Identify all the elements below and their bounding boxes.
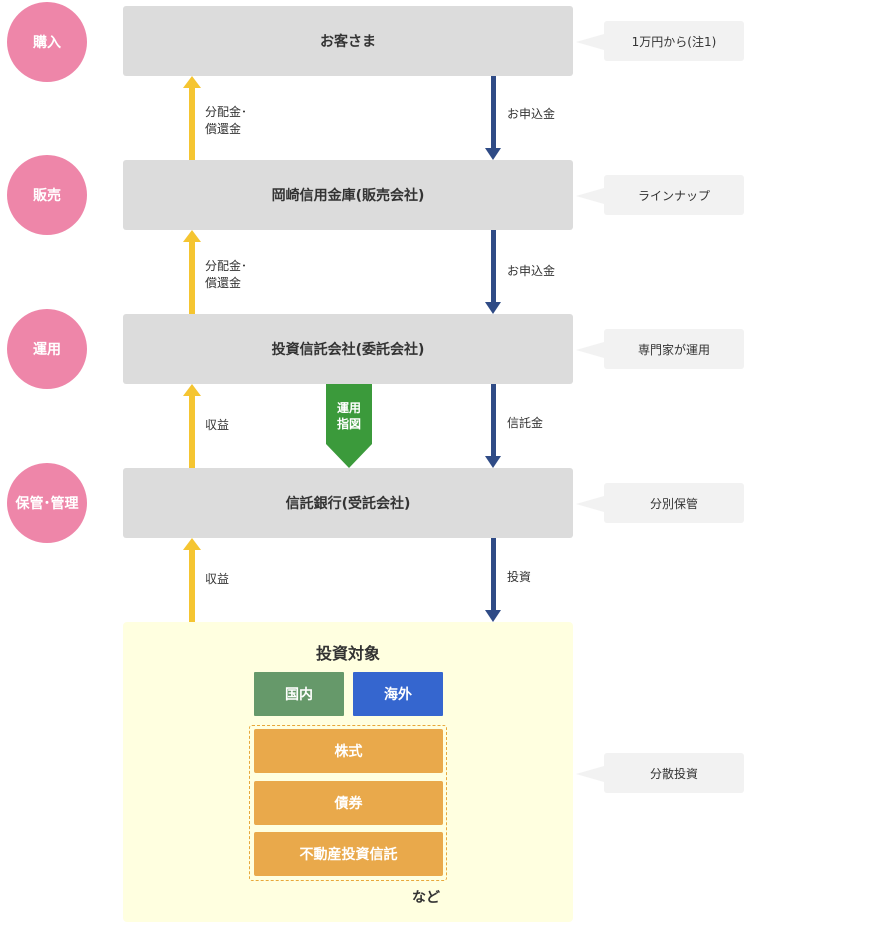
down-arrow-3 (485, 384, 502, 468)
arrow-body (326, 384, 372, 444)
note-segregated-custody: 分別保管 (576, 483, 744, 523)
arrow-shaft (491, 538, 496, 610)
arrow-shaft (189, 242, 195, 314)
instruction-label: 運用 指図 (326, 400, 372, 432)
down-arrow-label-1: お申込金 (507, 107, 556, 121)
investment-instruction-arrow: 運用 指図 (326, 384, 372, 468)
distributor-box: 岡崎信用金庫(販売会社) (123, 160, 573, 230)
arrow-shaft (491, 384, 496, 456)
arrow-shaft (189, 396, 195, 468)
label-line: 償還金 (205, 122, 242, 136)
note-text: ラインナップ (637, 188, 710, 203)
arrow-head (183, 384, 201, 396)
note-text: 分別保管 (649, 496, 698, 511)
arrow-head (183, 230, 201, 242)
stage-circle-management: 運用 (7, 309, 87, 389)
note-pointer (576, 34, 604, 50)
note-expert-management: 専門家が運用 (576, 329, 744, 369)
label-line: 収益 (205, 572, 230, 586)
stage-circle-custody: 保管･管理 (7, 463, 87, 543)
note-pointer (576, 766, 604, 782)
domestic-tag: 国内 (254, 672, 344, 716)
label-line: 運用 (336, 401, 361, 415)
arrow-shaft (189, 550, 195, 622)
up-arrow-3 (183, 384, 201, 468)
arrow-shaft (491, 230, 496, 302)
etc-label: など (412, 890, 440, 906)
up-arrow-label-3: 収益 (205, 417, 229, 434)
asset-class-group (249, 725, 447, 881)
label-line: 収益 (205, 418, 230, 432)
label-line: 指図 (336, 417, 361, 431)
up-arrow-label-1: 分配金･ 償還金 (205, 104, 247, 138)
overseas-tag: 海外 (353, 672, 443, 716)
note-minimum-amount: 1万円から(注1) (576, 21, 744, 61)
arrow-head (183, 538, 201, 550)
arrow-head (485, 148, 501, 160)
note-text: 専門家が運用 (637, 342, 710, 357)
note-pointer (576, 496, 604, 512)
asset-stocks: 株式 (254, 729, 443, 773)
down-arrow-label-3: 信託金 (507, 416, 544, 430)
up-arrow-label-4: 収益 (205, 571, 229, 588)
note-lineup: ラインナップ (576, 175, 744, 215)
note-text: 1万円から(注1) (631, 34, 717, 49)
up-arrow-4 (183, 538, 201, 622)
label-line: 償還金 (205, 276, 242, 290)
arrow-head (183, 76, 201, 88)
asset-reit: 不動産投資信託 (254, 832, 443, 876)
stage-circle-sales: 販売 (7, 155, 87, 235)
arrow-head (485, 302, 501, 314)
note-diversified-investment: 分散投資 (576, 753, 744, 793)
down-arrow-label-2: お申込金 (507, 264, 556, 278)
asset-bonds: 債券 (254, 781, 443, 825)
down-arrow-label-4: 投資 (507, 570, 532, 584)
label-line: 分配金･ (205, 105, 248, 119)
trust-bank-box: 信託銀行(受託会社) (123, 468, 573, 538)
down-arrow-2 (485, 230, 502, 314)
down-arrow-1 (485, 76, 502, 160)
arrow-shaft (491, 76, 496, 148)
arrow-tip (326, 444, 372, 468)
arrow-head (485, 456, 501, 468)
investment-trust-company-box: 投資信託会社(委託会社) (123, 314, 573, 384)
up-arrow-1 (183, 76, 201, 160)
investment-target-title: 投資対象 (315, 644, 380, 663)
note-pointer (576, 342, 604, 358)
customer-box: お客さま (123, 6, 573, 76)
stage-circle-purchase: 購入 (7, 2, 87, 82)
up-arrow-label-2: 分配金･ 償還金 (205, 258, 247, 292)
arrow-head (485, 610, 501, 622)
note-pointer (576, 188, 604, 204)
note-text: 分散投資 (649, 766, 698, 781)
down-arrow-4 (485, 538, 502, 622)
up-arrow-2 (183, 230, 201, 314)
arrow-shaft (189, 88, 195, 160)
label-line: 分配金･ (205, 259, 248, 273)
